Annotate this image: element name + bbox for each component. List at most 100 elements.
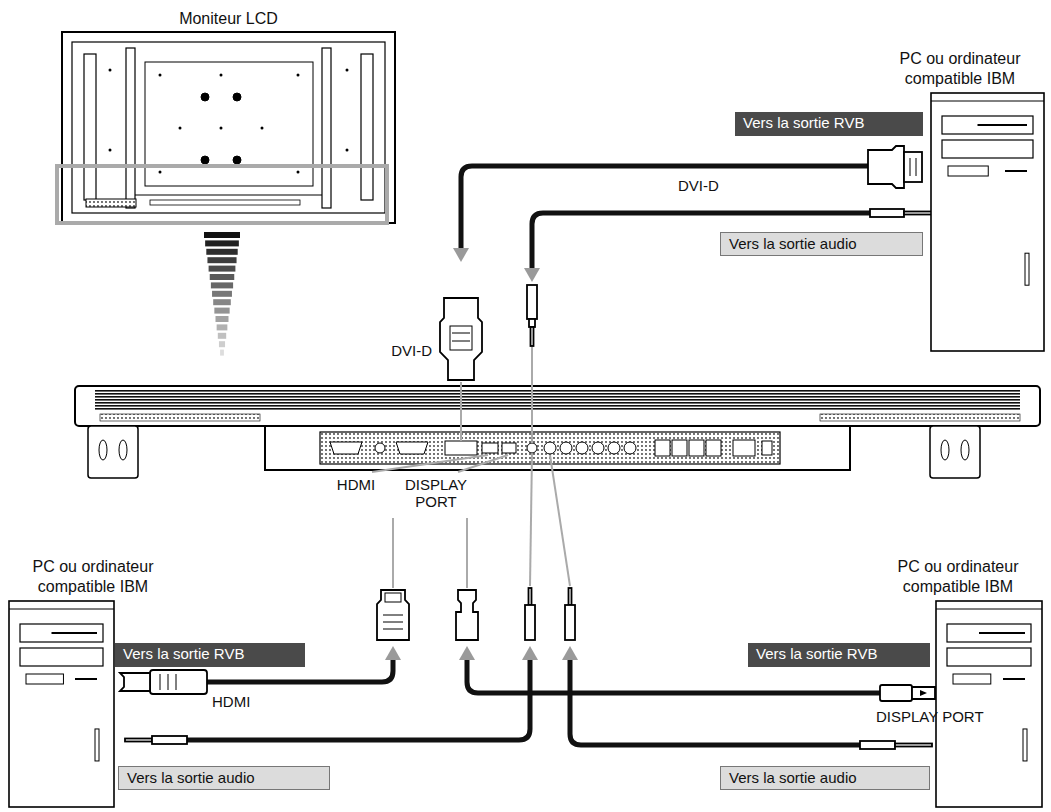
monitor-back	[201, 93, 209, 101]
cable	[187, 660, 530, 740]
plug	[377, 590, 409, 640]
monitor-back	[159, 74, 162, 77]
cable	[570, 660, 860, 745]
monitor-back	[86, 199, 136, 207]
tower-part	[26, 674, 63, 684]
monitor-back	[297, 171, 300, 174]
plug	[456, 590, 478, 640]
plug	[152, 736, 187, 744]
monitor-bottom	[706, 440, 721, 456]
monitor-back	[346, 149, 349, 152]
monitor-bottom	[95, 390, 1020, 410]
port-line	[530, 454, 532, 586]
zoom-arrow-bar	[211, 282, 233, 288]
tower-part	[75, 678, 97, 680]
output-tag: Vers la sortie RVB	[735, 112, 923, 136]
monitor-bottom	[119, 440, 127, 460]
direction-arrow	[562, 646, 578, 660]
monitor-bottom	[527, 443, 537, 453]
plug	[450, 326, 472, 350]
zoom-arrow-bar	[216, 316, 229, 322]
tower-part	[947, 624, 1031, 642]
plug	[125, 739, 152, 742]
plug	[920, 690, 927, 696]
monitor-bottom	[75, 386, 1040, 426]
direction-arrow	[459, 646, 475, 660]
plug	[880, 685, 912, 701]
plug	[912, 687, 935, 699]
monitor-back	[233, 93, 241, 101]
direction-arrow	[524, 268, 540, 282]
monitor-bottom	[689, 440, 704, 456]
zoom-arrow-bar	[204, 232, 240, 238]
connector-label: DISPLAY PORT	[876, 708, 1036, 725]
monitor-back	[179, 127, 182, 130]
plug	[383, 629, 403, 630]
tag-text: Vers la sortie RVB	[756, 644, 922, 664]
tower-part	[936, 601, 1042, 807]
tag-text: Vers la sortie audio	[127, 768, 321, 788]
monitor-back	[361, 54, 373, 200]
monitor-back	[159, 171, 162, 174]
connector-label: DVI-D	[352, 342, 432, 359]
tower-part	[979, 632, 1025, 634]
monitor-bottom	[820, 414, 1020, 421]
tower-part	[9, 601, 114, 807]
plug	[176, 674, 177, 690]
plug	[895, 744, 932, 747]
tower-part	[1025, 253, 1029, 285]
computer-heading: PC ou ordinateur compatible IBM	[8, 557, 178, 597]
zoom-arrow-bar	[207, 257, 236, 263]
tower-part	[978, 124, 1028, 126]
zoom-arrow-bar	[206, 249, 237, 255]
monitor-bottom	[100, 414, 260, 421]
tower-part	[20, 624, 103, 642]
tag-text: Vers la sortie RVB	[123, 644, 297, 664]
monitor-back	[261, 127, 264, 130]
monitor-back	[62, 32, 395, 223]
plug	[529, 588, 532, 605]
computer-tower: PC ou ordinateur compatible IBM	[8, 600, 115, 808]
monitor-back	[62, 32, 395, 223]
output-tag: Vers la sortie RVB	[748, 643, 930, 667]
plug	[904, 212, 932, 215]
direction-arrow	[522, 646, 538, 660]
zoom-arrow-bar	[217, 324, 228, 330]
monitor-back	[346, 69, 349, 72]
port-line	[392, 518, 394, 588]
connector-label: HDMI	[212, 693, 272, 710]
monitor-bottom	[544, 442, 556, 454]
monitor-bottom	[576, 442, 588, 454]
tag-text: Vers la sortie audio	[729, 768, 921, 788]
tower-part	[948, 166, 988, 176]
zoom-arrow-bar	[219, 341, 225, 347]
monitor-bottom	[445, 441, 477, 455]
output-tag: Vers la sortie RVB	[115, 643, 305, 667]
plug	[452, 333, 470, 334]
monitor-back	[297, 74, 300, 77]
monitor-back	[84, 54, 96, 200]
plug	[910, 158, 911, 176]
monitor-bottom	[265, 426, 850, 470]
port-line	[531, 347, 533, 443]
port-line	[460, 382, 462, 441]
monitor-back	[72, 42, 385, 213]
computer-tower: PC ou ordinateur compatible IBM	[935, 600, 1043, 808]
plug	[916, 158, 917, 176]
tower-part	[95, 729, 99, 761]
tower-part	[942, 140, 1033, 158]
zoom-arrow-bar	[209, 266, 236, 272]
monitor-bottom	[330, 442, 362, 454]
port-line	[466, 518, 468, 588]
zoom-arrow-bar	[213, 299, 231, 305]
monitor-bottom	[396, 442, 428, 454]
plug	[440, 298, 482, 380]
tower-part	[1005, 170, 1027, 172]
monitor-bottom	[592, 442, 604, 454]
port-line	[550, 455, 570, 586]
monitor-back	[109, 69, 349, 174]
plug	[168, 674, 169, 690]
monitor-bottom	[762, 441, 772, 455]
tag-text: Vers la sortie RVB	[743, 113, 915, 133]
monitor-bottom	[624, 442, 636, 454]
